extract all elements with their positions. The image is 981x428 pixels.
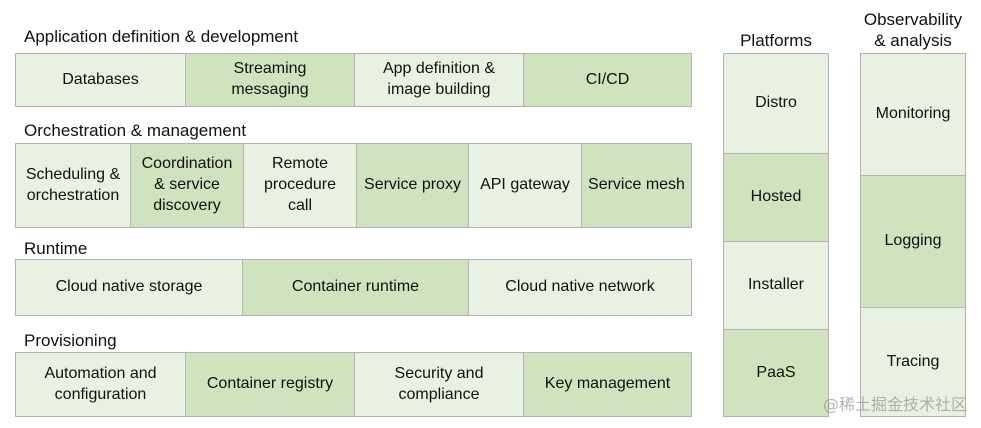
column-observability: Monitoring Logging Tracing — [860, 53, 966, 417]
row-app-dev: Databases Streaming messaging App defini… — [15, 53, 692, 107]
cell-distro: Distro — [724, 54, 828, 153]
watermark: @稀土掘金技术社区 — [822, 395, 967, 414]
section-title-orchestration: Orchestration & management — [24, 121, 247, 140]
cell-automation: Automation and configuration — [16, 353, 185, 416]
cell-cloud-native-storage: Cloud native storage — [16, 260, 242, 315]
section-title-provisioning: Provisioning — [24, 331, 117, 350]
cell-streaming-messaging: Streaming messaging — [185, 54, 354, 106]
column-title-observability: Observability & analysis — [863, 10, 963, 51]
cell-key-management: Key management — [523, 353, 691, 416]
cell-databases: Databases — [16, 54, 185, 106]
cell-ci-cd: CI/CD — [523, 54, 691, 106]
section-title-runtime: Runtime — [24, 239, 88, 258]
cell-hosted: Hosted — [724, 153, 828, 241]
cell-monitoring: Monitoring — [861, 54, 965, 175]
row-runtime: Cloud native storage Container runtime C… — [15, 259, 692, 316]
cell-service-proxy: Service proxy — [356, 144, 468, 227]
cell-api-gateway: API gateway — [468, 144, 581, 227]
cell-installer: Installer — [724, 241, 828, 329]
cell-paas: PaaS — [724, 329, 828, 416]
cell-service-mesh: Service mesh — [581, 144, 691, 227]
cell-scheduling: Scheduling & orchestration — [16, 144, 130, 227]
row-orchestration: Scheduling & orchestration Coordination … — [15, 143, 692, 228]
row-provisioning: Automation and configuration Container r… — [15, 352, 692, 417]
cell-app-definition: App definition & image building — [354, 54, 523, 106]
cell-coordination: Coordination & service discovery — [130, 144, 243, 227]
column-platforms: Distro Hosted Installer PaaS — [723, 53, 829, 417]
column-title-platforms: Platforms — [740, 31, 812, 50]
cell-container-runtime: Container runtime — [242, 260, 468, 315]
cell-tracing: Tracing — [861, 307, 965, 416]
cell-logging: Logging — [861, 175, 965, 307]
cell-rpc: Remote procedure call — [243, 144, 356, 227]
cell-container-registry: Container registry — [185, 353, 354, 416]
cell-security-compliance: Security and compliance — [354, 353, 523, 416]
section-title-app-dev: Application definition & development — [24, 27, 299, 46]
cell-cloud-native-network: Cloud native network — [468, 260, 691, 315]
